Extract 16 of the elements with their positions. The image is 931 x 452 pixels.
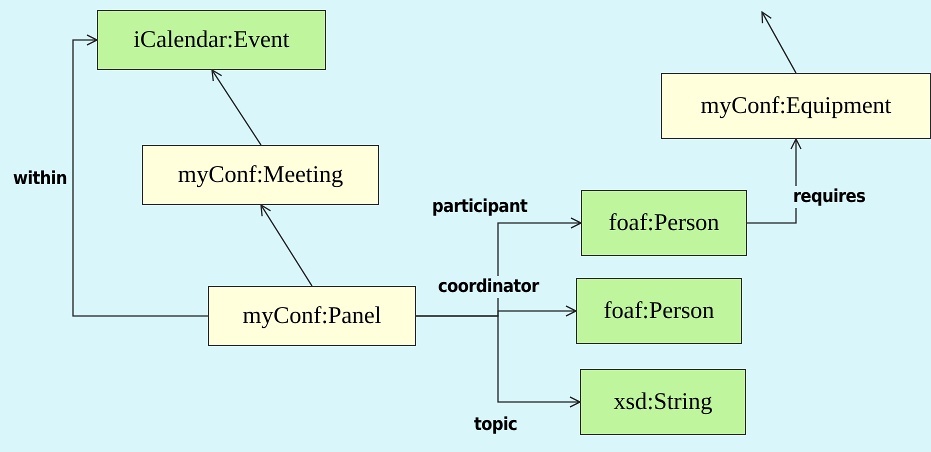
- edge-label: requires: [792, 186, 866, 208]
- arrow: [416, 315, 581, 408]
- arrow: [72, 34, 208, 317]
- arrow: [211, 69, 262, 146]
- edge-label: topic: [473, 414, 518, 436]
- class-box: myConf:Equipment: [661, 73, 931, 139]
- class-box: xsd:String: [580, 369, 746, 435]
- class-box: foaf:Person: [576, 278, 742, 344]
- class-box: foaf:Person: [581, 190, 747, 256]
- class-box: iCalendar:Event: [97, 10, 326, 70]
- arrow: [260, 204, 313, 286]
- class-box: myConf:Panel: [208, 286, 416, 346]
- class-box: myConf:Meeting: [142, 145, 379, 205]
- edge-label: participant: [431, 196, 528, 218]
- arrow: [761, 11, 797, 74]
- edge-label: coordinator: [437, 276, 540, 298]
